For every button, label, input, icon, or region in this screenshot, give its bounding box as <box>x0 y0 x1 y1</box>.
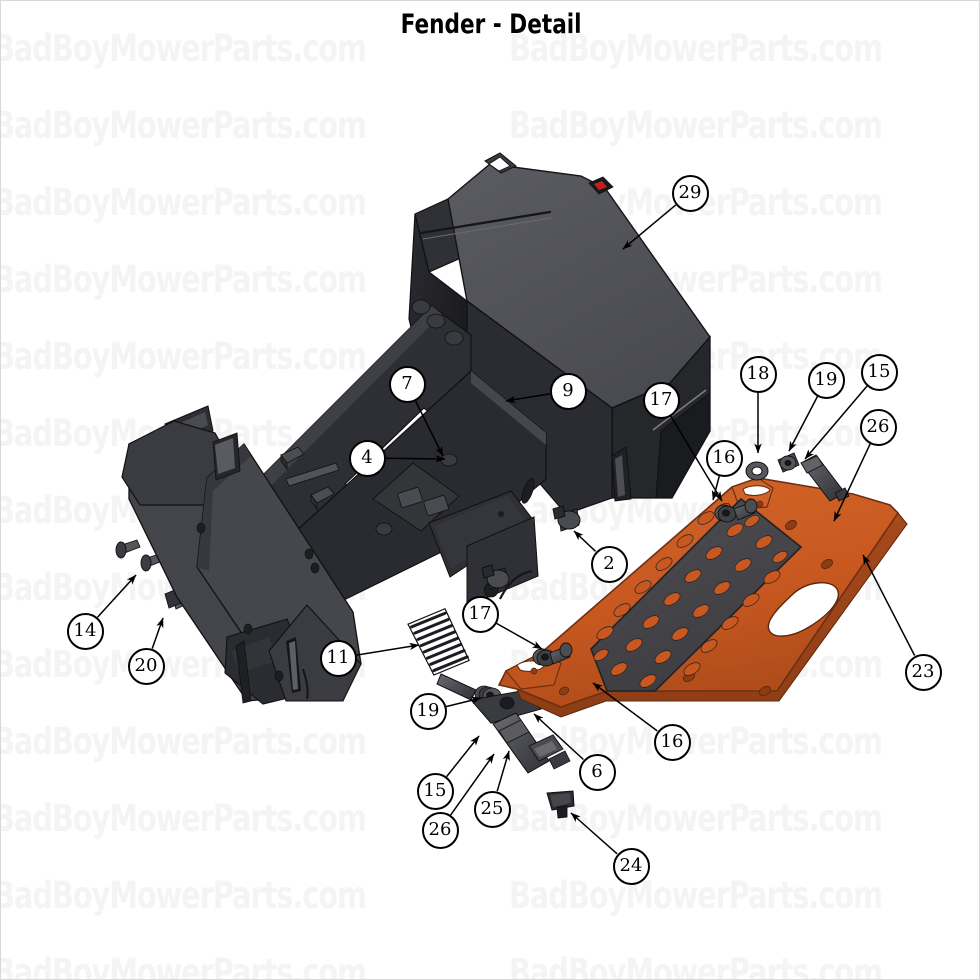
leader-line-17 <box>495 622 543 650</box>
leader-line-15 <box>804 385 868 460</box>
callout-17-bottom[interactable]: 17 <box>461 595 499 633</box>
leader-line-16 <box>711 475 721 501</box>
leader-lines <box>96 204 916 855</box>
leader-line-16 <box>592 682 658 732</box>
callout-15-bottom[interactable]: 15 <box>416 772 454 810</box>
callout-16-top[interactable]: 16 <box>705 439 743 477</box>
spring-part <box>407 607 470 676</box>
callout-9[interactable]: 9 <box>549 372 587 410</box>
leader-line-7 <box>414 400 444 457</box>
leader-line-17 <box>669 415 723 502</box>
callout-6[interactable]: 6 <box>578 753 616 791</box>
callout-7[interactable]: 7 <box>388 365 426 403</box>
leader-line-15 <box>446 735 480 778</box>
callout-2[interactable]: 2 <box>590 545 628 583</box>
leader-line-6 <box>533 713 584 761</box>
leader-line-19 <box>788 396 819 452</box>
leader-line-26 <box>450 753 495 816</box>
page-title-text: Fender - Detail <box>400 9 582 40</box>
leader-line-25 <box>496 750 510 792</box>
callout-25[interactable]: 25 <box>473 790 511 828</box>
page-title: Fender - Detail <box>1 9 979 40</box>
leader-line-9 <box>505 393 550 404</box>
callout-18[interactable]: 18 <box>739 355 777 393</box>
callout-4[interactable]: 4 <box>348 439 386 477</box>
leader-line-29 <box>622 204 677 250</box>
leader-line-14 <box>96 574 137 618</box>
callout-26-bottom[interactable]: 26 <box>421 811 459 849</box>
leader-line-20 <box>151 617 164 649</box>
footplate-group <box>497 477 908 718</box>
callout-26-top[interactable]: 26 <box>859 408 897 446</box>
pivot-hardware-group <box>481 452 850 667</box>
callout-15-top[interactable]: 15 <box>860 353 898 391</box>
leader-line-23 <box>862 554 916 656</box>
callout-23[interactable]: 23 <box>904 653 942 691</box>
leader-line-11 <box>356 642 420 656</box>
leader-line-24 <box>570 812 618 855</box>
callout-17-top[interactable]: 17 <box>642 381 680 419</box>
callout-19-top[interactable]: 19 <box>807 361 845 399</box>
callout-24[interactable]: 24 <box>612 847 650 885</box>
leader-line-2 <box>573 530 597 552</box>
callout-19-bottom[interactable]: 19 <box>409 692 447 730</box>
rubber-bumper-part <box>546 790 575 819</box>
callout-29[interactable]: 29 <box>671 174 709 212</box>
callout-20[interactable]: 20 <box>127 647 165 685</box>
leader-line-19 <box>445 696 482 708</box>
callout-16-bottom[interactable]: 16 <box>653 723 691 761</box>
leader-line-26 <box>833 443 871 522</box>
left-fender-group <box>121 405 362 705</box>
leader-line-4 <box>385 455 446 463</box>
callout-11[interactable]: 11 <box>319 639 357 677</box>
callout-14[interactable]: 14 <box>66 612 104 650</box>
